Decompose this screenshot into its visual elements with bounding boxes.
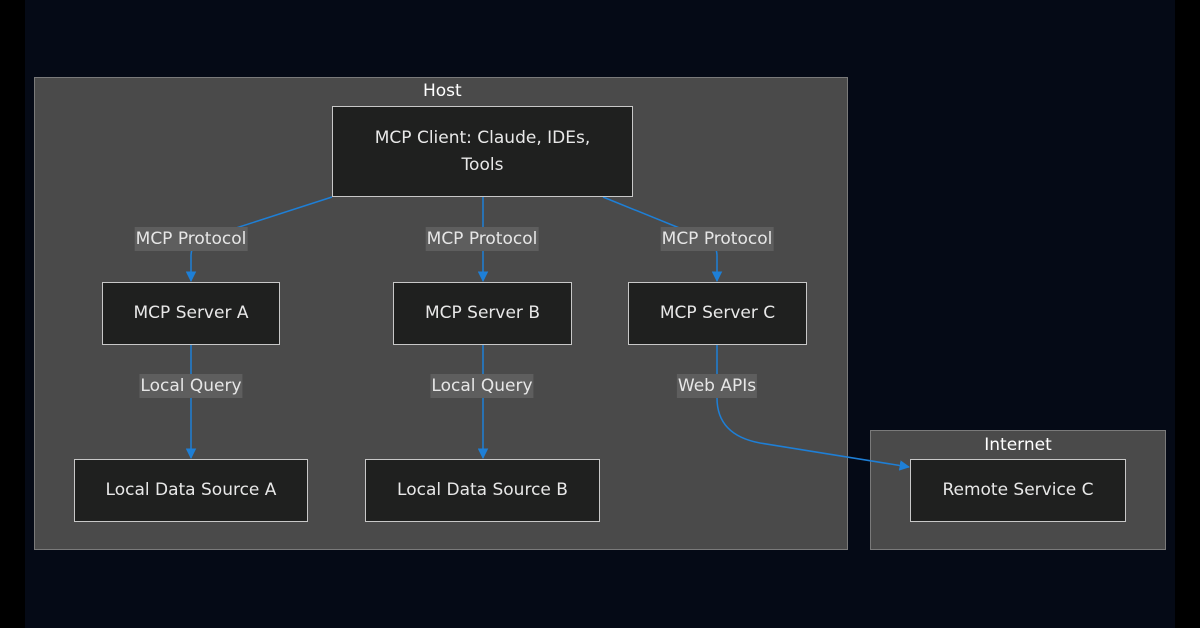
mcp-server-c-node: MCP Server C	[628, 282, 807, 345]
edge-label-protocol-b: MCP Protocol	[425, 227, 539, 251]
host-cluster-title: Host	[423, 81, 462, 101]
mcp-server-b-node: MCP Server B	[393, 282, 572, 345]
remote-service-c-node: Remote Service C	[910, 459, 1126, 522]
local-data-source-b-node: Local Data Source B	[365, 459, 600, 522]
edge-server-c-remote-c	[716, 345, 911, 471]
edge-label-query-b: Local Query	[430, 374, 534, 398]
internet-cluster-title: Internet	[984, 435, 1052, 455]
edge-label-protocol-c: MCP Protocol	[660, 227, 774, 251]
mcp-client-node: MCP Client: Claude, IDEs, Tools	[332, 106, 633, 197]
edge-label-protocol-a: MCP Protocol	[134, 227, 248, 251]
edge-label-query-a: Local Query	[139, 374, 243, 398]
local-data-source-a-node: Local Data Source A	[74, 459, 308, 522]
mcp-server-a-node: MCP Server A	[102, 282, 280, 345]
edge-label-web-apis: Web APIs	[676, 374, 758, 398]
